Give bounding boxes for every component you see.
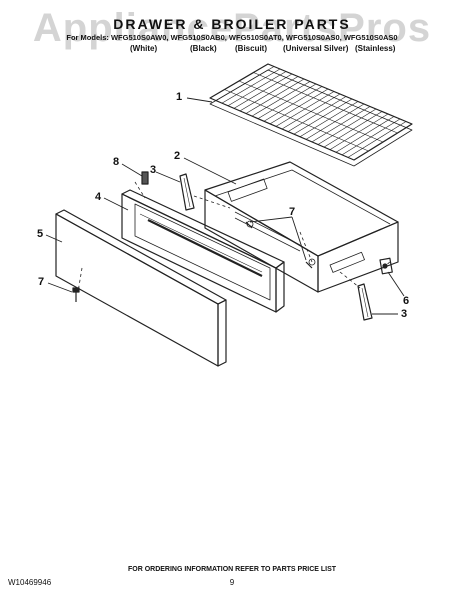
broiler-rack <box>209 63 413 167</box>
assembly-lines <box>77 181 393 293</box>
screw-drawer <box>245 221 313 269</box>
callout-7-right: 7 <box>289 206 296 218</box>
callout-3-right: 3 <box>401 308 408 320</box>
callout-6: 6 <box>403 295 410 307</box>
drawer-slide-right <box>357 283 373 321</box>
models-line: For Models: WFG510S0AW0, WFG510S0AB0, WF… <box>66 33 398 42</box>
drawer-inner-panel <box>121 189 285 313</box>
drawer-outer-front <box>55 209 227 367</box>
rack-crossbar <box>224 89 369 152</box>
footer-page-number: 9 <box>229 578 235 587</box>
callout-8: 8 <box>113 156 120 168</box>
finish-universal-silver: (Universal Silver) <box>283 44 349 53</box>
page-title: DRAWER & BROILER PARTS <box>113 16 351 32</box>
rack-crossbar <box>253 72 398 134</box>
drawer-body <box>204 161 399 293</box>
watermark: AppliancePartsPros <box>32 6 432 50</box>
callout-4: 4 <box>95 191 102 203</box>
callout-7-left: 7 <box>38 276 45 288</box>
drawer-clip <box>379 257 393 275</box>
screw-front <box>72 287 80 302</box>
leader-lines <box>45 97 405 315</box>
footer-doc-code: W10469946 <box>8 578 52 587</box>
drawer-slide-left <box>179 173 195 211</box>
callout-1: 1 <box>176 91 183 103</box>
finish-black: (Black) <box>190 44 217 53</box>
callout-3-left: 3 <box>150 164 157 176</box>
finish-stainless: (Stainless) <box>355 44 396 53</box>
callout-2: 2 <box>174 150 181 162</box>
drawer-bumper <box>141 171 149 185</box>
finish-biscuit: (Biscuit) <box>235 44 267 53</box>
callout-5: 5 <box>37 228 44 240</box>
rack-crossbar <box>238 80 384 143</box>
footer-ordering-note: FOR ORDERING INFORMATION REFER TO PARTS … <box>127 566 337 573</box>
finish-white: (White) <box>130 44 158 53</box>
